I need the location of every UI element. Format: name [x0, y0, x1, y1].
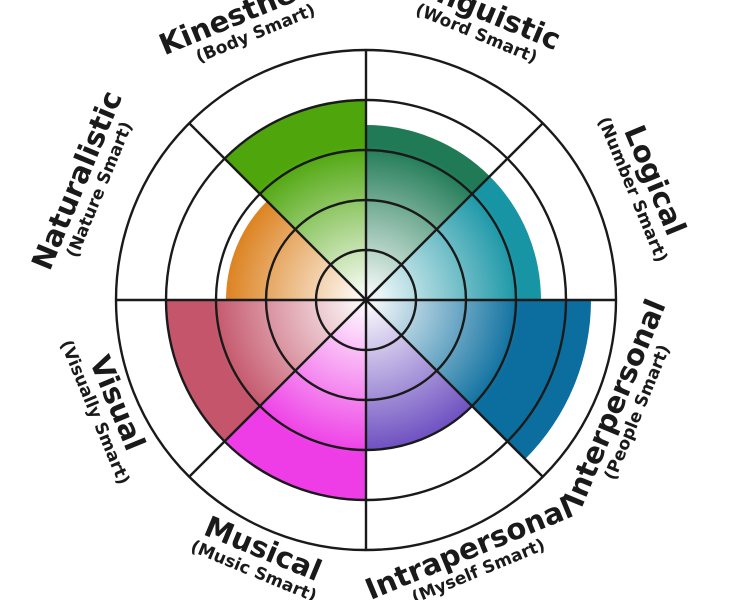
bar-kinesthetic [224, 100, 366, 300]
svg-text:Naturalistic(Nature Smart): Naturalistic(Nature Smart) [25, 86, 146, 282]
bar-naturalistic [226, 201, 366, 300]
svg-text:Visual(Visually Smart): Visual(Visually Smart) [56, 325, 163, 488]
label-kinesthetic: Kinesthetic(Body Smart) [154, 0, 345, 79]
label-naturalistic: Naturalistic(Nature Smart) [25, 86, 146, 282]
bar-musical [224, 300, 366, 500]
bar-logical [366, 176, 541, 300]
label-intrapersonal: Intrapersonal(Myself Smart) [360, 490, 584, 600]
bar-interpersonal [366, 300, 591, 460]
svg-text:Linguistic(Word Smart): Linguistic(Word Smart) [399, 0, 565, 74]
label-visual: Visual(Visually Smart) [56, 325, 163, 488]
grid-spoke-8 [188, 122, 367, 301]
svg-text:Kinesthetic(Body Smart): Kinesthetic(Body Smart) [154, 0, 345, 79]
label-linguistic: Linguistic(Word Smart) [399, 0, 566, 74]
bar-linguistic [366, 125, 490, 300]
bar-intrapersonal [366, 300, 473, 450]
svg-text:Musical(Music Smart): Musical(Music Smart) [188, 507, 332, 600]
label-musical: Musical(Music Smart) [188, 507, 332, 600]
grid-spoke-2 [365, 122, 544, 301]
grid-spoke-4 [365, 299, 544, 478]
svg-text:Intrapersonal(Myself Smart): Intrapersonal(Myself Smart) [360, 490, 584, 600]
grid-spoke-6 [188, 299, 367, 478]
bar-visual [166, 300, 366, 442]
